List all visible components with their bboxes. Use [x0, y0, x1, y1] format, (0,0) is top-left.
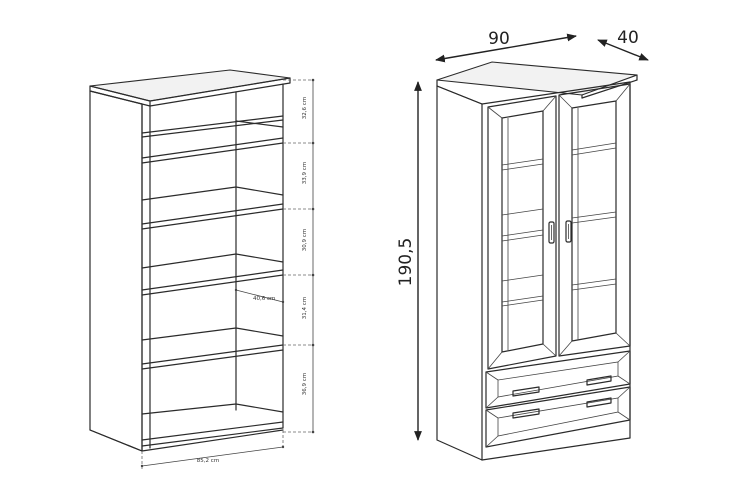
open-bookcase-drawing: 32,6 cm 33,9 cm 30,9 cm 31,4 cm 36,9 cm …	[89, 69, 315, 470]
bookcase-top	[89, 69, 291, 102]
upper-drawer-handle-right[interactable]	[586, 375, 612, 386]
cabinet-width-dimension: 90	[435, 29, 577, 63]
left-glass-door[interactable]	[487, 95, 557, 370]
upper-drawer-handle-left[interactable]	[512, 386, 540, 397]
lower-drawer[interactable]	[485, 386, 631, 448]
door-handle-left[interactable]	[548, 221, 555, 244]
cabinet-depth-dimension: 40	[597, 28, 649, 61]
glass-cabinet-drawing: 90 40 190,5	[396, 28, 649, 461]
shelf-height-label-5: 36,9 cm	[302, 373, 308, 395]
shelf-height-label-3: 30,9 cm	[302, 229, 308, 251]
bookcase-left-side	[89, 90, 143, 452]
lower-drawer-handle-right[interactable]	[586, 397, 612, 408]
bookcase-depth-dimension: 40,6 cm	[234, 288, 285, 304]
cabinet-width-label: 90	[488, 29, 510, 49]
shelf-height-label-4: 31,4 cm	[302, 297, 308, 319]
shelf-height-label-1: 32,6 cm	[302, 97, 308, 119]
cabinet-height-label: 190,5	[396, 238, 416, 287]
lower-drawer-handle-left[interactable]	[512, 408, 540, 419]
bookcase-height-dimensions: 32,6 cm 33,9 cm 30,9 cm 31,4 cm 36,9 cm	[283, 78, 315, 434]
cabinet-left-side	[436, 85, 483, 461]
right-glass-door[interactable]	[558, 83, 631, 357]
upper-drawer[interactable]	[485, 350, 631, 409]
depth-label: 40,6 cm	[253, 296, 275, 302]
bookcase-width-dimension: 85,2 cm	[140, 430, 285, 470]
door-handle-right[interactable]	[565, 220, 572, 243]
cabinet-height-dimension: 190,5	[396, 81, 422, 441]
width-label: 85,2 cm	[197, 458, 219, 464]
cabinet-depth-label: 40	[617, 28, 639, 48]
shelf-height-label-2: 33,9 cm	[302, 162, 308, 184]
bookcase-shelves	[141, 115, 284, 447]
